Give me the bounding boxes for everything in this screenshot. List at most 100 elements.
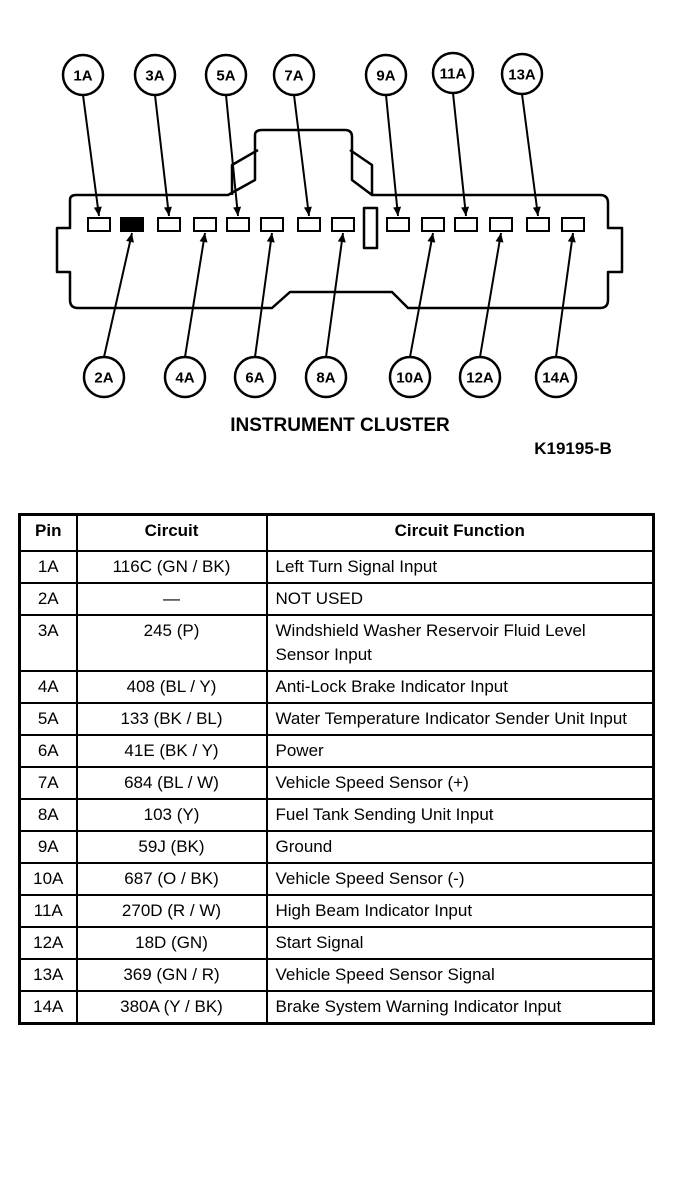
circuit-cell: 103 (Y) (75, 798, 268, 832)
leader-bottom-6 (479, 232, 502, 358)
circuit-function-cell: Brake System Warning Indicator Input (265, 990, 655, 1025)
leader-top-3 (225, 94, 239, 217)
leader-bottom-5 (409, 232, 434, 358)
table-header-row: Pin Circuit Circuit Function (18, 513, 655, 552)
leader-bottom-7 (555, 232, 574, 358)
callout-bottom-4-circle (304, 355, 348, 399)
callout-top-7-label: 13A (508, 67, 536, 84)
circuit-function-cell: Anti-Lock Brake Indicator Input (265, 670, 655, 704)
pin-cell: 3A (18, 614, 78, 672)
pin-cavity-7a (297, 217, 321, 232)
pin-cavity-3a (157, 217, 181, 232)
callout-bottom-1-label: 2A (94, 370, 113, 387)
callout-top-1-label: 1A (73, 68, 92, 85)
leader-lines (82, 92, 576, 358)
leader-bottom-1 (103, 232, 133, 358)
pin-cavity-6a (260, 217, 284, 232)
connector-body (55, 128, 624, 310)
circuit-cell: — (75, 582, 268, 616)
pin-cell: 6A (18, 734, 78, 768)
leader-top-5 (385, 94, 399, 217)
callout-top-2-circle (133, 53, 177, 97)
circuit-cell: 380A (Y / BK) (75, 990, 268, 1025)
leader-top-4 (293, 94, 310, 217)
callout-top-3-label: 5A (216, 68, 235, 85)
circuit-cell: 18D (GN) (75, 926, 268, 960)
callout-top-4-circle (272, 53, 316, 97)
callout-top-4-label: 7A (284, 68, 303, 85)
callout-top-6-label: 11A (440, 66, 467, 83)
callout-bottom-1-circle (82, 355, 126, 399)
pin-cavities (87, 217, 585, 232)
leader-bottom-6-arrowhead (495, 233, 504, 243)
circuit-cell: 41E (BK / Y) (75, 734, 268, 768)
pin-cell: 2A (18, 582, 78, 616)
pin-cell: 11A (18, 894, 78, 928)
callout-top-7-circle (500, 52, 544, 96)
pin-cavity-12a (489, 217, 513, 232)
leader-top-6 (452, 92, 467, 217)
callout-top-3-circle (204, 53, 248, 97)
callout-bottom-5-circle (388, 355, 432, 399)
leader-top-1-arrowhead (93, 206, 102, 216)
pin-cavity-10a (421, 217, 445, 232)
pin-cavity-4a (193, 217, 217, 232)
leader-top-5-arrowhead (393, 206, 402, 216)
circuit-cell: 59J (BK) (75, 830, 268, 864)
pin-cell: 4A (18, 670, 78, 704)
circuit-cell: 270D (R / W) (75, 894, 268, 928)
callout-top-1-circle (61, 53, 105, 97)
header-circuit: Circuit (75, 513, 268, 552)
leader-bottom-3 (254, 232, 273, 358)
circuit-function-cell: Power (265, 734, 655, 768)
pin-cell: 8A (18, 798, 78, 832)
leader-top-6-arrowhead (461, 206, 470, 216)
table-row: 2A—NOT USED (18, 582, 655, 616)
leader-top-7 (521, 93, 539, 217)
leader-top-3-arrowhead (233, 206, 242, 216)
callout-bottom-6-circle (458, 355, 502, 399)
pin-cell: 13A (18, 958, 78, 992)
circuit-cell: 133 (BK / BL) (75, 702, 268, 736)
circuit-function-cell: Left Turn Signal Input (265, 550, 655, 584)
leader-top-2 (154, 94, 170, 217)
circuit-cell: 369 (GN / R) (75, 958, 268, 992)
leader-bottom-2-arrowhead (199, 233, 208, 243)
callout-top-6-circle (431, 51, 475, 95)
callout-bottom-2-circle (163, 355, 207, 399)
circuit-function-cell: Ground (265, 830, 655, 864)
leader-bottom-1-arrowhead (126, 233, 134, 243)
pin-cell: 1A (18, 550, 78, 584)
leader-bottom-5-arrowhead (427, 233, 436, 243)
circuit-cell: 684 (BL / W) (75, 766, 268, 800)
callout-bottom-7-label: 14A (542, 370, 570, 387)
pin-cavity-9a (386, 217, 410, 232)
callout-bottom-7-circle (534, 355, 578, 399)
pin-cavity-8a (331, 217, 355, 232)
circuit-function-cell: Start Signal (265, 926, 655, 960)
circuit-cell: 116C (GN / BK) (75, 550, 268, 584)
circuit-function-cell: Vehicle Speed Sensor (-) (265, 862, 655, 896)
pin-cell: 10A (18, 862, 78, 896)
leader-bottom-4-arrowhead (337, 233, 346, 243)
circuit-function-cell: Windshield Washer Reservoir Fluid Level … (265, 614, 655, 672)
circuit-function-cell: Water Temperature Indicator Sender Unit … (265, 702, 655, 736)
circuit-function-cell: NOT USED (265, 582, 655, 616)
callout-top-5-circle (364, 53, 408, 97)
callout-top-5-label: 9A (376, 68, 395, 85)
pin-cell: 9A (18, 830, 78, 864)
leader-bottom-3-arrowhead (266, 233, 275, 243)
circuit-function-cell: High Beam Indicator Input (265, 894, 655, 928)
circuit-function-cell: Fuel Tank Sending Unit Input (265, 798, 655, 832)
